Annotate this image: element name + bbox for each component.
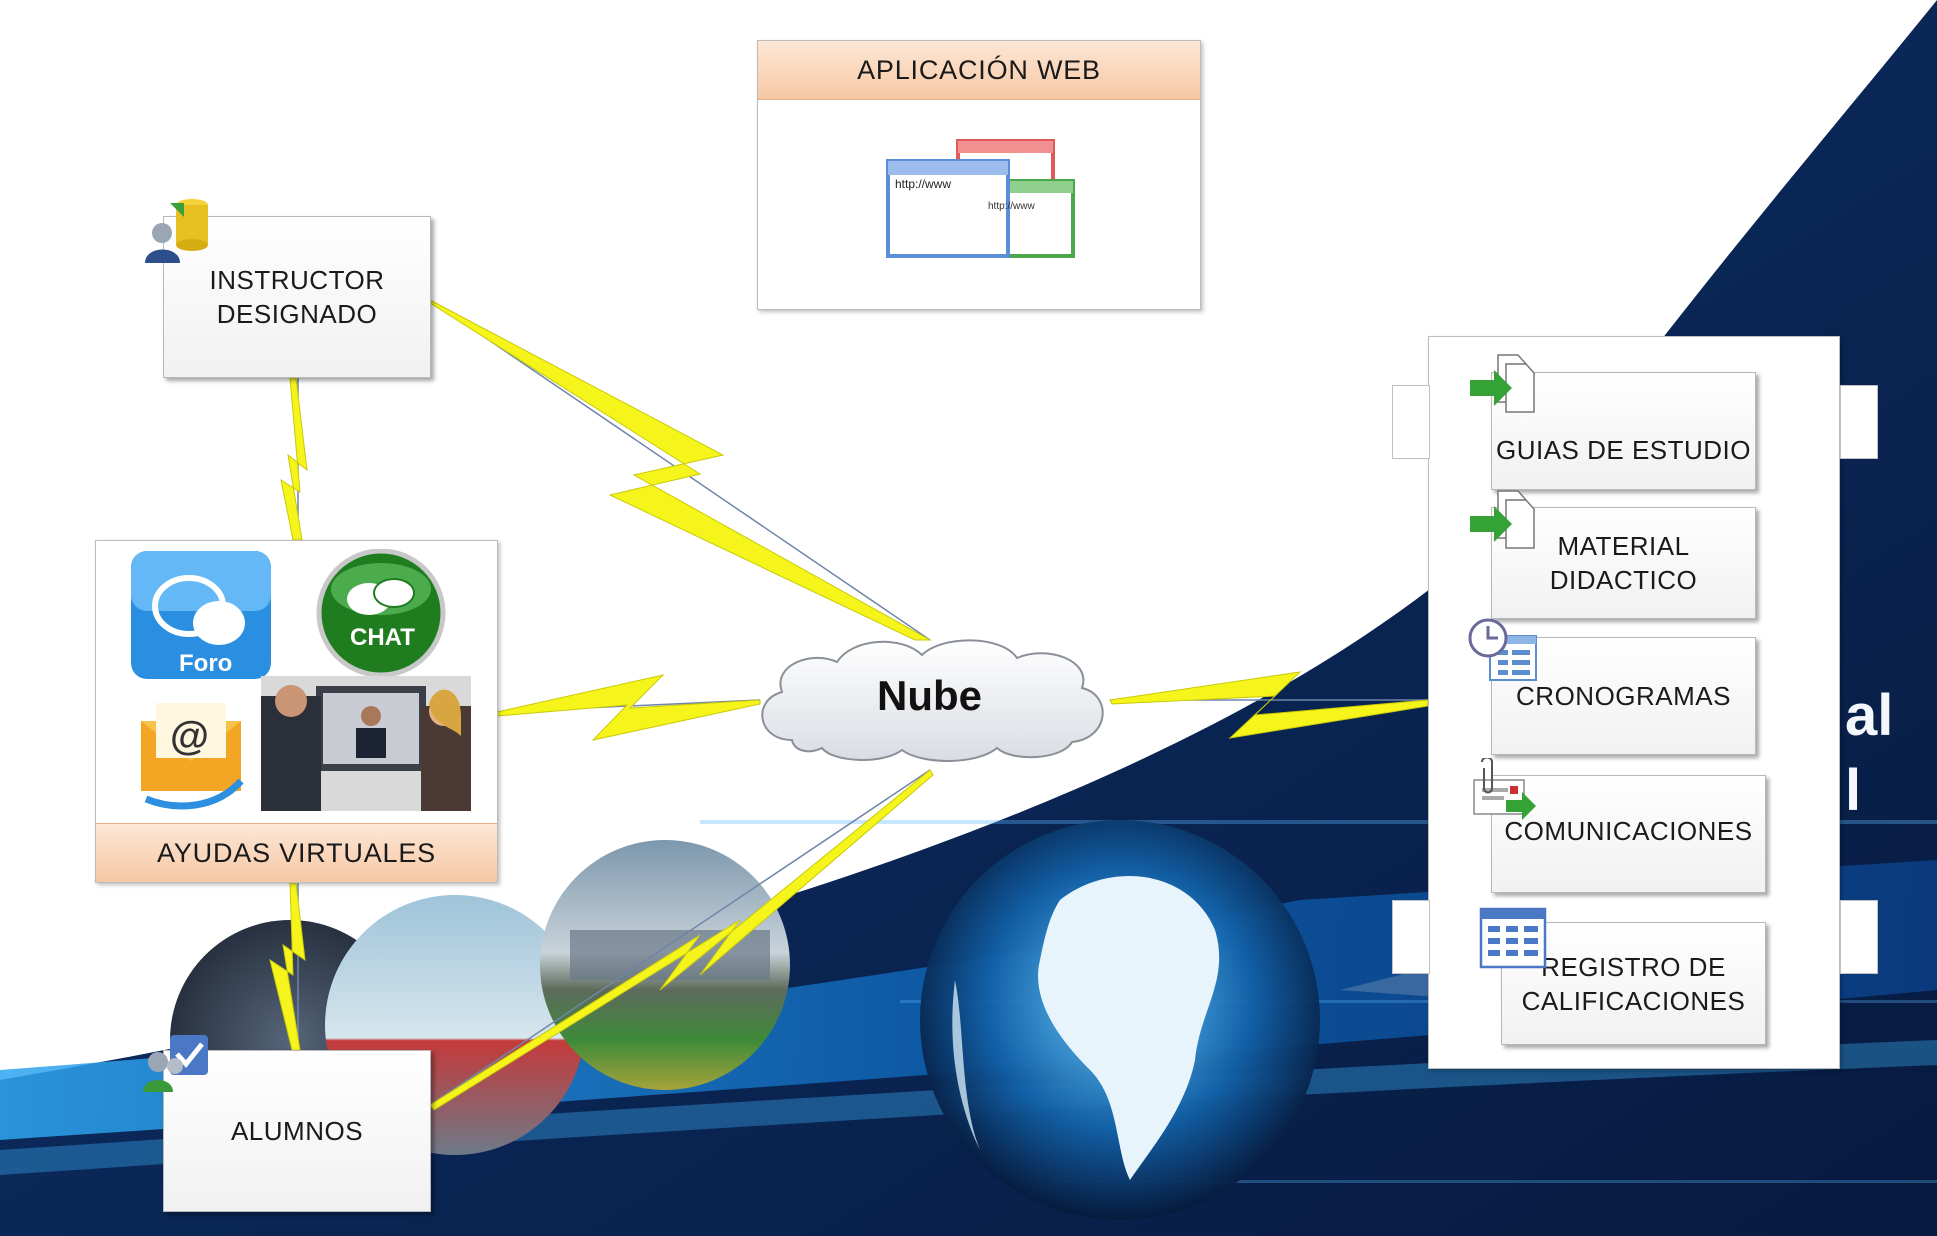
resource-guias: GUIAS DE ESTUDIO <box>1491 372 1756 490</box>
spreadsheet-icon <box>1479 907 1547 969</box>
bg-text-line1: al <box>1845 683 1893 748</box>
document-arrow-icon <box>1470 354 1535 413</box>
svg-text:CHAT: CHAT <box>350 624 415 651</box>
svg-text:http://www: http://www <box>895 177 951 191</box>
resource-registro-label: REGISTRO DE CALIFICACIONES <box>1521 951 1746 1016</box>
cloud-label: Nube <box>877 672 982 719</box>
document-arrow-icon <box>1470 490 1535 549</box>
svg-text:@: @ <box>170 714 209 758</box>
lightning-students-cloud <box>429 769 934 1111</box>
web-app-panel: APLICACIÓN WEB http://www http://www <box>757 40 1201 310</box>
lightning-instructor-cloud <box>429 299 932 641</box>
bg-text-line2: l <box>1845 758 1861 823</box>
videoconference-image <box>261 676 471 811</box>
students-box: ALUMNOS <box>163 1050 431 1212</box>
virtual-aids-panel: Foro CHAT @ AYUDAS VIRTUALES <box>95 540 498 883</box>
foro-icon: Foro <box>131 551 271 679</box>
resource-cronogramas-label: CRONOGRAMAS <box>1516 681 1731 711</box>
clock-list-icon <box>1468 618 1537 681</box>
web-app-title: APLICACIÓN WEB <box>758 41 1200 100</box>
mail-clip-icon <box>1473 758 1536 820</box>
virtual-aids-title: AYUDAS VIRTUALES <box>96 823 497 882</box>
email-icon: @ <box>141 703 244 810</box>
resource-comunicaciones: COMUNICACIONES <box>1491 775 1766 893</box>
students-label: ALUMNOS <box>230 1116 364 1146</box>
resource-cronogramas: CRONOGRAMAS <box>1491 637 1756 755</box>
resource-material-label: MATERIAL DIDACTICO <box>1549 531 1698 595</box>
resource-material: MATERIAL DIDACTICO <box>1491 507 1756 619</box>
chat-icon: CHAT <box>316 549 446 678</box>
browser-windows-icon: http://www http://www <box>886 139 1075 258</box>
cloud-shape <box>761 639 1104 762</box>
resource-guias-label: GUIAS DE ESTUDIO <box>1495 435 1752 465</box>
svg-text:http://www: http://www <box>988 201 1035 212</box>
resources-panel-tab-left-2 <box>1392 900 1430 974</box>
resources-panel-tab-left <box>1392 385 1430 459</box>
svg-text:Foro: Foro <box>179 650 232 677</box>
resource-comunicaciones-label: COMUNICACIONES <box>1504 816 1753 846</box>
students-check-icon <box>143 1035 208 1092</box>
instructor-label: INSTRUCTOR DESIGNADO <box>209 265 385 329</box>
instructor-database-icon <box>145 199 208 263</box>
resources-panel-tab-right <box>1840 385 1878 459</box>
resources-panel-tab-right-2 <box>1840 900 1878 974</box>
lightning-instructor-aids <box>280 377 308 541</box>
lightning-aids-cloud <box>496 674 761 741</box>
